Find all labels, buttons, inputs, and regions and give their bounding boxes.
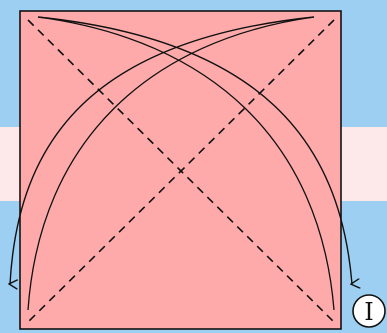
curved-arrow-left [10,16,315,284]
step-badge-circle [352,294,386,328]
step-number: Ⅰ [364,298,373,326]
curved-arrow-left-inner [27,16,315,311]
curved-arrow-right-inner [37,16,335,311]
step-badge: Ⅰ [352,294,386,328]
curved-arrow-right [37,16,352,284]
diagonal-fold-line-b [27,19,335,323]
